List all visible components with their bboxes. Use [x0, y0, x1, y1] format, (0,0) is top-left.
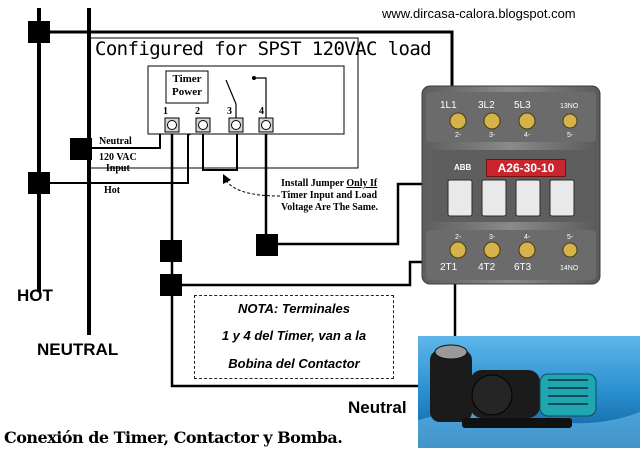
jumper-note: Install Jumper Only If Timer Input and L… [281, 178, 391, 214]
timer-power-line-1: Timer [172, 73, 202, 85]
timer-terminal-number-2: 2 [195, 106, 200, 117]
note-line-2: 1 y 4 del Timer, van a la [221, 328, 367, 343]
abb-logo: ABB [454, 163, 472, 172]
jumper-note-line-3: Voltage Are The Same. [281, 202, 379, 213]
jumper-note-prefix: Install Jumper [281, 178, 347, 189]
hot-line-label: HOT [17, 286, 53, 305]
jumper-arrow [223, 174, 281, 197]
pump-neutral-label: Neutral [348, 398, 407, 417]
contactor-terminal-5l3: 5L3 [514, 100, 531, 111]
jumper-note-line-2: Timer Input and Load [281, 190, 378, 201]
contactor-top-sub-4: 5- [567, 132, 574, 139]
timer-input-wires [39, 125, 422, 250]
timer-input-line-2: Input [105, 163, 130, 174]
contactor-buttons [447, 179, 575, 217]
contactor-terminal-6t3: 6T3 [514, 262, 532, 273]
timer-power-line-2: Power [172, 86, 202, 98]
jumper-note-emphasis: Only If [346, 178, 378, 189]
contactor-top-sub-3: 4- [524, 132, 531, 139]
timer-neutral-label: Neutral [99, 136, 132, 147]
note-box: NOTA: Terminales 1 y 4 del Timer, van a … [194, 295, 394, 379]
note-line-1: NOTA: Terminales [238, 301, 350, 316]
contactor-model-plate: A26-30-10 [486, 159, 566, 177]
configured-box [87, 37, 359, 169]
contactor-to-pump-wire [172, 260, 457, 336]
jumper-note-line-1: Install Jumper Only If [281, 178, 391, 190]
hot-to-contactor-wire [39, 30, 454, 100]
timer-power-label: Timer Power [166, 73, 208, 99]
contactor-top-screws [449, 112, 578, 130]
contactor-terminal-4t2: 4T2 [478, 262, 496, 273]
timer-terminal-number-3: 3 [227, 106, 232, 117]
pump [418, 336, 640, 448]
timer-input-line-1: 120 VAC [99, 152, 137, 163]
contactor-bottom-screws [449, 241, 578, 259]
contactor-top-sub-2: 3- [489, 132, 496, 139]
timer-terminal-number-1: 1 [163, 106, 168, 117]
neutral-line-label: NEUTRAL [37, 340, 119, 359]
timer-hot-label: Hot [104, 185, 121, 196]
contactor-bottom-sub-2: 3- [489, 234, 496, 241]
contactor-bottom-sub-1: 2- [455, 234, 462, 241]
contactor-model: A26-30-10 [497, 161, 555, 175]
contactor-terminal-3l2: 3L2 [478, 100, 495, 111]
contactor-terminal-13no: 13NO [560, 103, 579, 110]
diagram-caption: Conexión de Timer, Contactor y Bomba. [4, 428, 343, 447]
site-url: www.dircasa-calora.blogspot.com [382, 6, 576, 21]
contactor-top-sub-1: 2- [455, 132, 462, 139]
timer-input-label: 120 VAC Input [99, 152, 137, 174]
contactor-terminal-14no: 14NO [560, 265, 579, 272]
timer-terminal-number-4: 4 [259, 106, 264, 117]
contactor [421, 85, 601, 285]
contactor-terminal-2t1: 2T1 [440, 262, 458, 273]
note-line-3: Bobina del Contactor [228, 356, 360, 371]
contactor-terminal-1l1: 1L1 [440, 100, 457, 111]
wire-connectors [28, 21, 278, 296]
timer-terminals [164, 76, 274, 133]
diagram-title: Configured for SPST 120VAC load [95, 38, 432, 60]
contactor-bottom-sub-4: 5- [567, 234, 574, 241]
contactor-bottom-sub-3: 4- [524, 234, 531, 241]
